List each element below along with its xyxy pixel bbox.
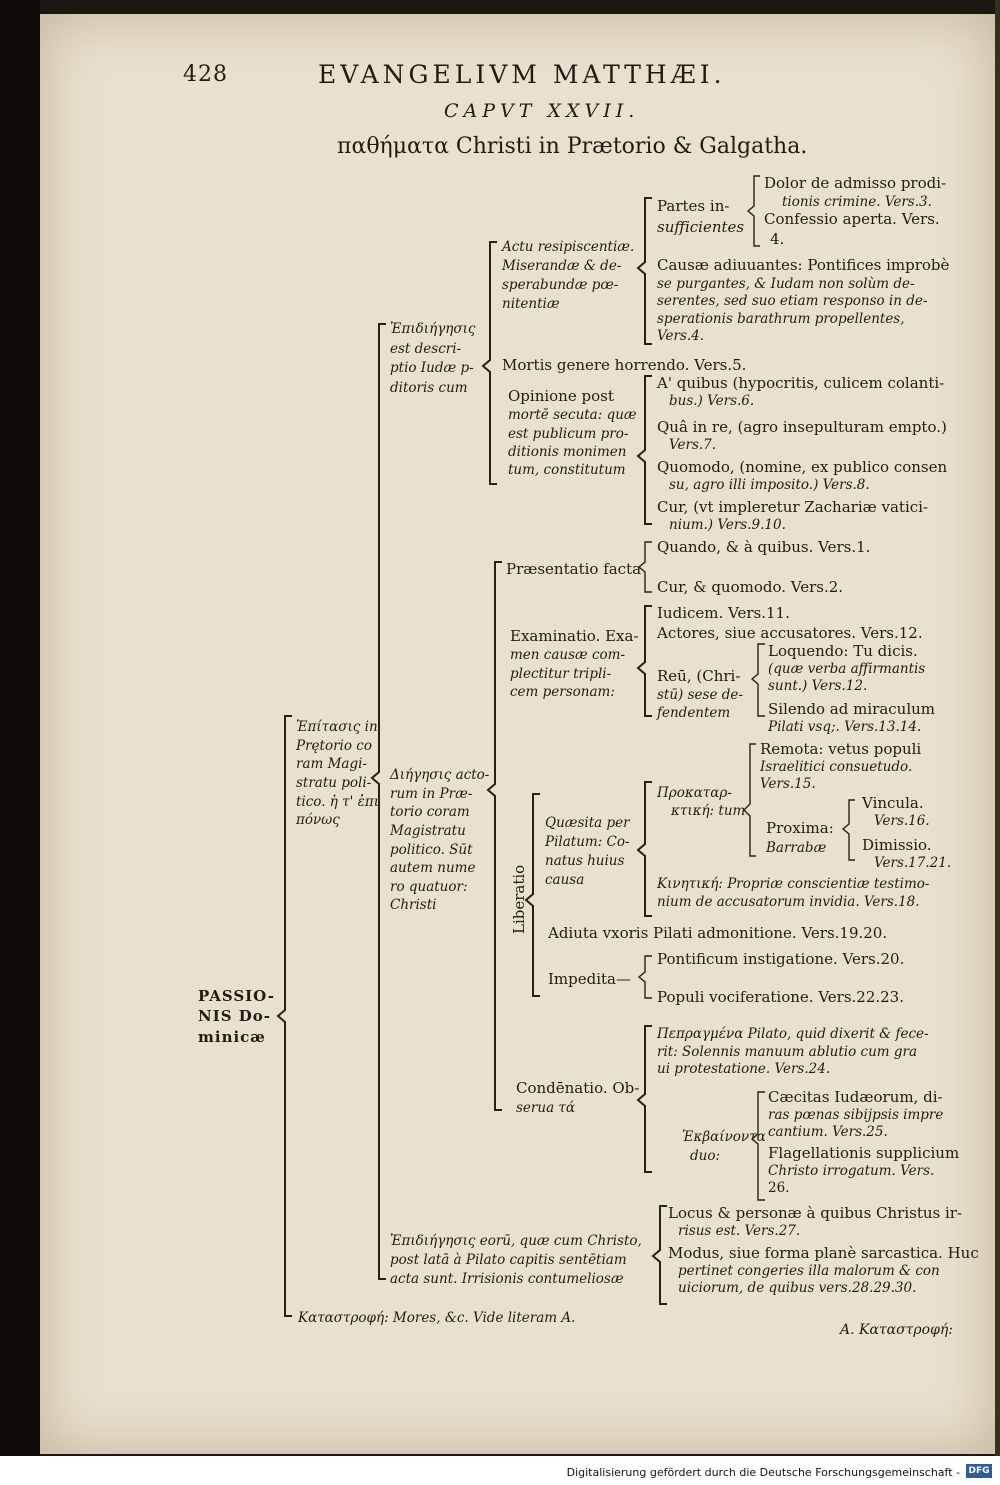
brace-liberatio [524,793,540,997]
kinetike-node: Κινητική: Propriæ conscientiæ testimo- n… [657,876,930,910]
brace-actu [636,197,652,345]
diegesis-node: Διήγησις acto- rum in Præ- torio coram M… [390,767,490,914]
dfg-logo-icon: DFG [966,1464,992,1478]
vincula-node: Vincula. Vers.16. [862,794,930,829]
brace-partes [746,175,760,247]
opinione-node: Opinione post mortē secuta: quæ est publ… [508,387,637,479]
brace-opinione [636,375,652,525]
modus-node: Modus, siue forma planè sarcastica. Huc … [668,1244,979,1297]
brace-eorum [651,1205,667,1305]
root-label: PASSIO- NIS Do- minicæ [198,987,276,1046]
partes-node: Partes in- sufficientes [657,197,745,236]
catchword: A. Καταστροφή: [840,1322,953,1338]
running-head: EVANGELIVM MATTHÆI. [318,60,726,89]
confessio-node: Confessio aperta. Vers. 4. [764,210,940,248]
adiuta-node: Adiuta vxoris Pilati admonitione. Vers.1… [548,924,888,942]
quain-node: Quâ in re, (agro insepulturam empto.) Ve… [657,418,947,453]
brace-condenatio [636,1025,652,1173]
remota-node: Remota: vetus populi Israelitici consuet… [760,740,922,792]
brace-root [276,715,292,1317]
silendo-node: Silendo ad miraculum Pilati vsq;. Vers.1… [768,700,935,735]
mortis-node: Mortis genere horrendo. Vers.5. [502,356,747,374]
chapter-subtitle: παθήματα Christi in Prætorio & Galgatha. [337,134,808,159]
brace-quaesita [636,781,652,917]
loquendo-node: Loquendo: Tu dicis. (quæ verba affirmant… [768,642,926,694]
quando-node: Quando, & à quibus. Vers.1. [657,538,871,556]
brace-prokatarktike [743,743,756,857]
proxima-node: Proxima: Barrabæ [766,819,834,856]
actores-node: Actores, siue accusatores. Vers.12. [657,624,923,642]
actu-node: Actu resipiscentiæ. Miserandæ & de- sper… [502,239,635,313]
cur-node: Cur, (vt impleretur Zachariæ vatici- niu… [657,498,929,533]
epidiegesis-iudae-node: Ἐπιδιήγησις est descri- ptio Iudæ p- dit… [390,321,476,396]
dimissio-node: Dimissio. Vers.17.21. [862,836,952,871]
flagellationis-node: Flagellationis supplicium Christo irroga… [768,1144,960,1197]
iudicem-node: Iudicem. Vers.11. [657,604,790,622]
brace-examinatio [636,605,652,717]
brace-proxima [841,799,855,861]
cur2-node: Cur, & quomodo. Vers.2. [657,578,844,596]
praesentatio-node: Præsentatio facta [506,560,642,578]
caecitas-node: Cæcitas Iudæorum, di- ras pœnas sibijpsi… [768,1088,944,1141]
epidiegesis-eorum-node: Ἐπιδιήγησις eorū, quæ cum Christo, post … [390,1233,642,1287]
scan-right-edge [995,0,1000,1456]
condenatio-node: Condēnatio. Ob- serua τά [516,1079,640,1116]
quaesita-node: Quæsita per Pilatum: Co- natus huius cau… [545,815,630,888]
scan-left-edge [0,0,40,1456]
quomodo-node: Quomodo, (nomine, ex publico consen su, … [657,458,948,493]
dolor-node: Dolor de admisso prodi- tionis crimine. … [764,174,947,210]
prokatarktike-node: Προκαταρ- κτική: tum [657,785,746,820]
liberatio-label: Liberatio [510,864,528,934]
causae-node: Causæ adiuuantes: Pontifices improbè se … [657,256,950,345]
brace-impedita [637,955,652,999]
aquibus-node: A' quibus (hypocritis, culicem colanti- … [657,374,945,409]
impedita-node: Impedita— [548,970,631,988]
digitization-credit: Digitalisierung gefördert durch die Deut… [566,1466,960,1479]
pilato-node: Πεπραγμένα Pilato, quid dixerit & fece- … [657,1026,929,1078]
brace-diegesis [486,561,502,1111]
book-page: 428 EVANGELIVM MATTHÆI. CAPVT XXVII. παθ… [40,14,995,1454]
brace-reum [750,643,765,717]
reum-node: Reū, (Chri- stū) sese de- fendentem [657,667,743,722]
chapter-heading: CAPVT XXVII. [444,100,640,122]
examinatio-node: Examinatio. Exa- men causæ com- plectitu… [510,627,639,701]
page-number: 428 [183,62,228,87]
ekbainonta-node: Ἐκβαίνοντα duo: [682,1129,766,1164]
pontificum-node: Pontificum instigatione. Vers.20. [657,950,905,968]
locus-node: Locus & personæ à quibus Christus ir- ri… [668,1204,963,1240]
brace-iudae [481,241,497,485]
katastrophe-node: Καταστροφή: Mores, &c. Vide literam A. [298,1310,576,1326]
digitization-footer-bar [0,1456,1000,1485]
populi-node: Populi vociferatione. Vers.22.23. [657,988,904,1006]
epitasis-node: Ἐπίτασις in Prętorio co ram Magi- stratu… [296,719,380,829]
